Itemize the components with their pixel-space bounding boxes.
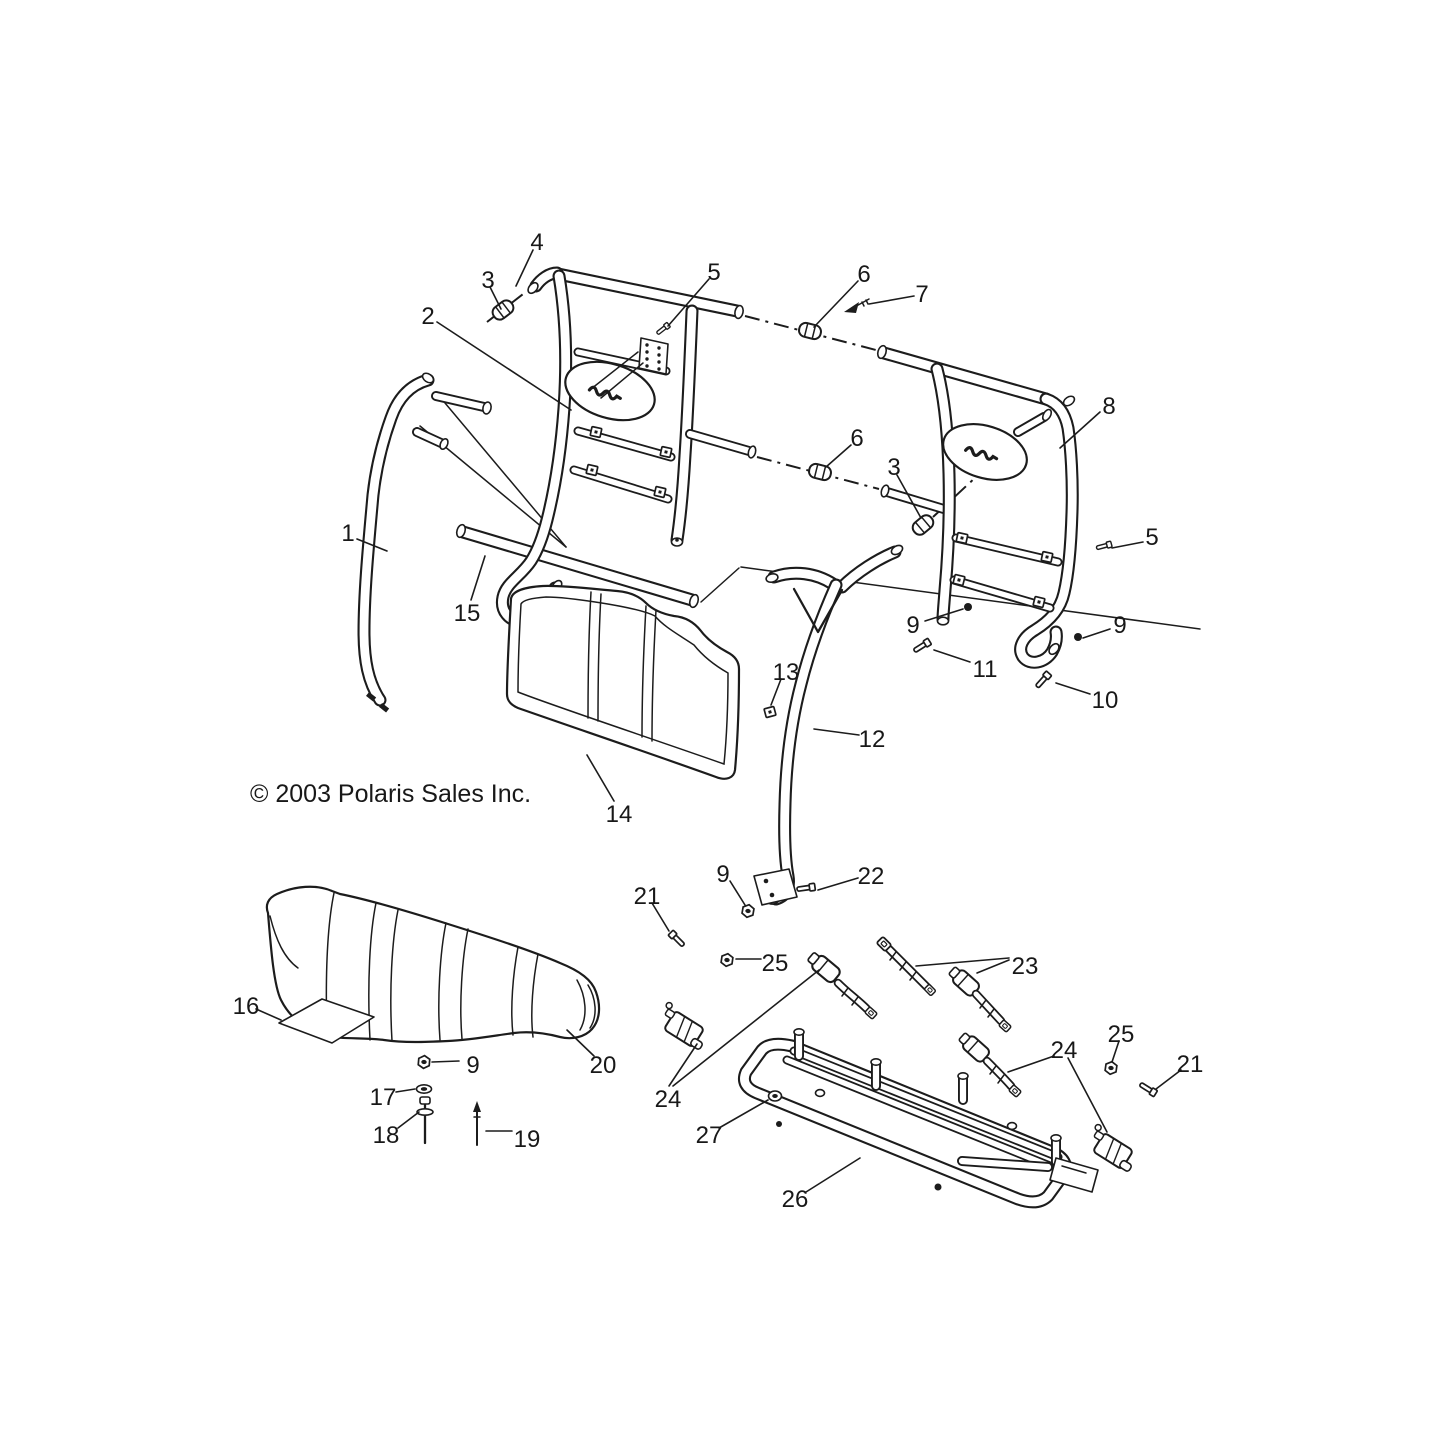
callout-18: 18 <box>373 1122 400 1149</box>
part-19-pin <box>473 1101 481 1146</box>
callout-9-d: 9 <box>466 1052 479 1079</box>
callout-6-a: 6 <box>857 261 870 288</box>
part-1-left-cab-frame <box>364 372 492 713</box>
part-23-belt-strap-a <box>875 935 937 997</box>
part-16-pad <box>278 998 375 1044</box>
callout-14: 14 <box>606 801 633 828</box>
callout-25-b: 25 <box>1108 1021 1135 1048</box>
part-18-stud <box>416 1096 434 1145</box>
part-14-seat-back <box>505 584 741 780</box>
callout-21-b: 21 <box>1177 1051 1204 1078</box>
part-5-screw-a <box>654 321 672 337</box>
part-9-nut-brace <box>740 902 756 920</box>
frame-stub-tubes <box>876 344 1046 510</box>
callout-21-a: 21 <box>634 883 661 910</box>
part-26-seat-base-frame <box>744 1028 1099 1202</box>
callout-24-b: 24 <box>1051 1037 1078 1064</box>
callout-6-b: 6 <box>850 425 863 452</box>
leader-lines <box>255 249 1182 1193</box>
callout-9-a: 9 <box>906 612 919 639</box>
callout-20: 20 <box>590 1052 617 1079</box>
part-12-rear-brace <box>753 544 904 906</box>
callout-22: 22 <box>858 863 885 890</box>
part-25-nut-left <box>719 952 735 968</box>
callout-9-c: 9 <box>716 861 729 888</box>
part-17-washer <box>415 1084 433 1095</box>
callout-23: 23 <box>1012 953 1039 980</box>
part-4-center-cab-frame <box>502 273 757 622</box>
part-27-rail-posts <box>793 1028 1062 1167</box>
part-2-headrest-pad-right <box>942 423 1028 481</box>
part-24-belt-with-buckle-e <box>955 1029 1023 1099</box>
part-24-buckle-latch-right <box>1082 1122 1143 1175</box>
callout-5-a: 5 <box>707 259 720 286</box>
callout-8: 8 <box>1102 393 1115 420</box>
part-15-cross-tube <box>455 523 700 609</box>
part-23-belt-strap-b <box>945 963 1013 1034</box>
callout-11: 11 <box>973 656 998 683</box>
callout-26: 26 <box>782 1186 809 1213</box>
part-22-bolt <box>795 882 817 894</box>
part-8-right-cab-frame <box>937 369 1082 662</box>
callout-1: 1 <box>341 520 354 547</box>
part-9-nut-seat <box>417 1054 431 1070</box>
callout-3-a: 3 <box>481 267 494 294</box>
callout-labels: 4 3 2 5 6 7 6 3 8 5 1 15 9 9 11 10 13 12… <box>233 229 1204 1213</box>
part-6-spacer-a <box>796 320 824 342</box>
callout-13: 13 <box>773 659 800 686</box>
callout-15: 15 <box>454 600 481 627</box>
part-25-nut-right <box>1103 1060 1119 1076</box>
part-24-buckle-latch-left <box>653 1000 714 1053</box>
part-21-bolt-right <box>1137 1080 1159 1098</box>
part-24-belt-with-buckle-c <box>804 948 879 1021</box>
callout-9-b: 9 <box>1113 612 1126 639</box>
part-7-screw <box>844 298 870 313</box>
part-9-weld-nut-b <box>1074 633 1082 641</box>
callout-12: 12 <box>859 726 886 753</box>
callout-17: 17 <box>370 1084 397 1111</box>
callout-19: 19 <box>514 1126 541 1153</box>
part-11-screw <box>911 637 933 655</box>
callout-27: 27 <box>696 1122 723 1149</box>
part-5-screw-b <box>1095 540 1113 552</box>
callout-10: 10 <box>1092 687 1119 714</box>
callout-7: 7 <box>915 281 928 308</box>
part-13-clip <box>763 705 777 719</box>
part-9-weld-nut-a <box>964 603 972 611</box>
callout-4: 4 <box>530 229 543 256</box>
part-10-screw <box>1033 670 1053 690</box>
callout-24-a: 24 <box>655 1086 682 1113</box>
callout-2: 2 <box>421 303 434 330</box>
part-21-bolt-left <box>667 929 687 949</box>
label-plate <box>590 337 669 399</box>
callout-5-b: 5 <box>1145 524 1158 551</box>
callout-25-a: 25 <box>762 950 789 977</box>
part-3-bushing-b <box>909 511 937 539</box>
callout-16: 16 <box>233 993 260 1020</box>
copyright-notice: © 2003 Polaris Sales Inc. <box>250 780 531 808</box>
callout-3-b: 3 <box>887 454 900 481</box>
